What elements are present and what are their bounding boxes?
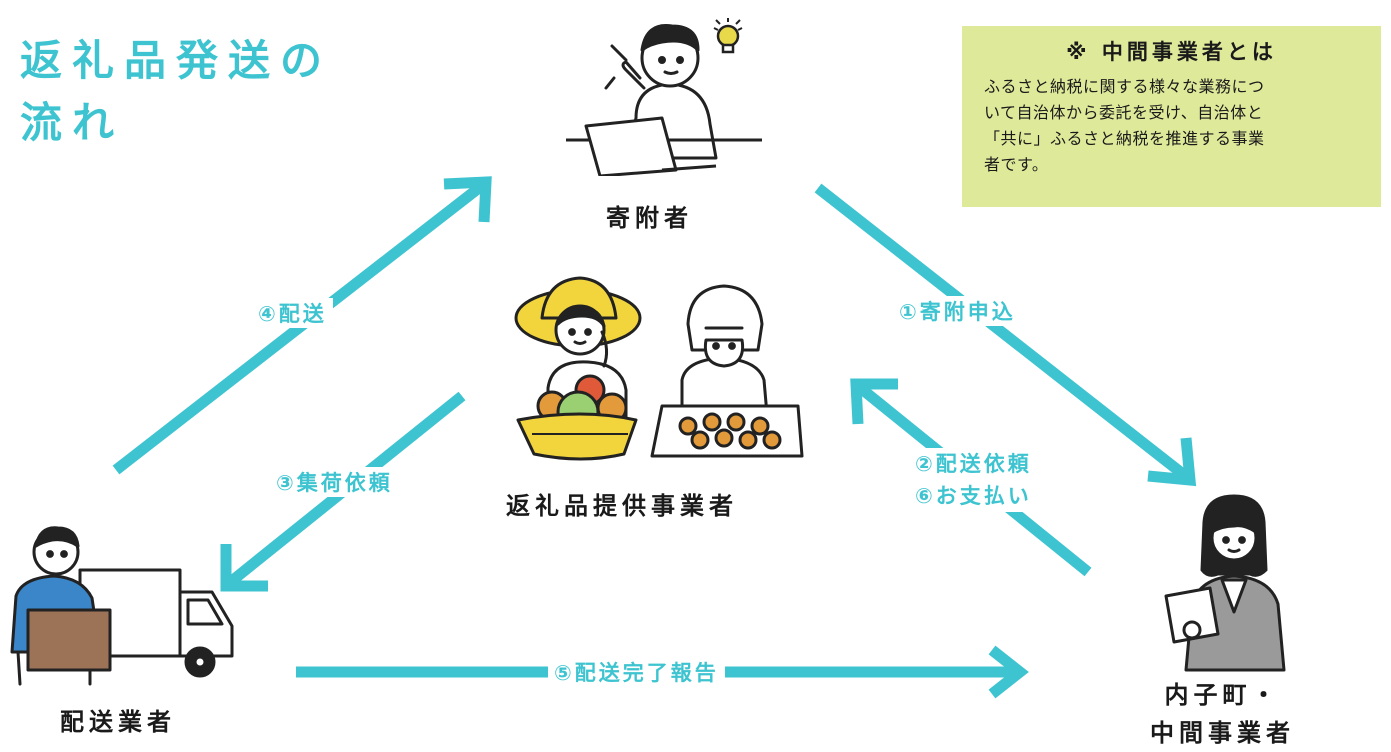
step-label-pickup: ③集荷依頼: [270, 467, 399, 497]
step-label-delivery-request: ②配送依頼: [915, 452, 1032, 476]
cardboard-box-icon: [26, 608, 112, 672]
arrow-delivery-head: [443, 176, 492, 223]
arrow-completion-report-head: [988, 645, 1029, 699]
supplier-illustration: [514, 276, 804, 461]
note-line-2: いて自治体から委託を受け、自治体と: [984, 103, 1264, 122]
step-label-request-payment: ②配送依頼 ⑥お支払い: [909, 448, 1038, 512]
laptop-icon: [584, 116, 717, 176]
lightbulb-icon: [713, 18, 743, 54]
arrow-donation-application-head: [1147, 437, 1197, 487]
step-label-donation: ①寄附申込: [893, 296, 1022, 326]
step-label-payment: ⑥お支払い: [915, 484, 1032, 508]
tablet-icon: [1164, 586, 1220, 644]
town-illustration: [1164, 494, 1286, 672]
page-title: 返礼品発送の 流れ: [20, 30, 332, 154]
title-line-2: 流れ: [20, 98, 125, 147]
step-label-delivery: ④配送: [252, 298, 333, 328]
step-label-completion-report: ⑤配送完了報告: [548, 657, 725, 687]
arrow-pickup-request-head: [220, 544, 268, 592]
note-heading: ※ 中間事業者とは: [1066, 40, 1277, 64]
actor-carrier: 配送業者: [60, 708, 176, 736]
intermediary-note-box: ※ 中間事業者とは ふるさと納税に関する様々な業務につ いて自治体から委託を受け…: [962, 26, 1381, 207]
title-line-1: 返礼品発送の: [20, 36, 333, 85]
note-body: ふるさと納税に関する様々な業務につ いて自治体から委託を受け、自治体と 「共に」…: [984, 74, 1359, 178]
actor-supplier: 返礼品提供事業者: [506, 492, 738, 520]
donor-illustration: [566, 18, 762, 176]
actor-town-intermediary: 内子町・ 中間事業者: [1150, 676, 1295, 752]
actor-town-line-1: 内子町・: [1164, 681, 1281, 709]
actor-donor: 寄附者: [606, 204, 693, 232]
vegetable-basket-icon: [516, 374, 638, 461]
carrier-illustration: [10, 526, 234, 686]
arrow-donation-application: [814, 183, 1192, 483]
note-line-3: 「共に」ふるさと納税を推進する事業: [984, 129, 1265, 148]
note-line-4: 者です。: [984, 155, 1049, 174]
delivery-truck-icon: [78, 568, 234, 678]
arrow-delivery-request-head: [850, 378, 898, 425]
actor-town-line-2: 中間事業者: [1150, 719, 1295, 747]
pastry-tray-icon: [650, 404, 804, 458]
note-line-1: ふるさと納税に関する様々な業務につ: [984, 77, 1265, 96]
